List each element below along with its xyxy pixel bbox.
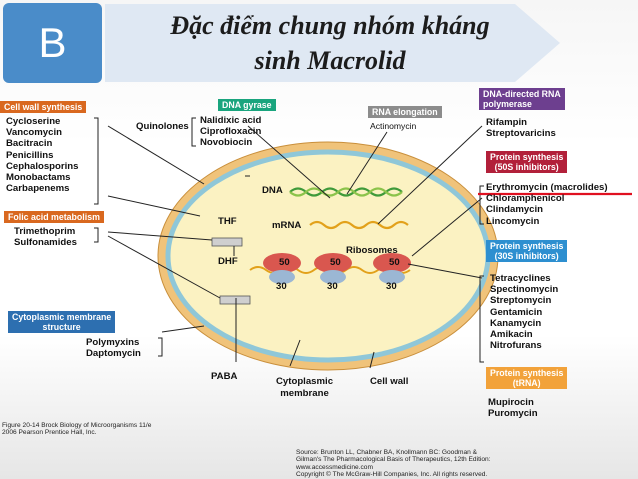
cell-wall-drug-list: Cycloserine Vancomycin Bacitracin Penici… [6,116,79,195]
title-line-2: sinh Macrolid [254,46,406,75]
protein-trna-header: Protein synthesis (tRNA) [486,367,568,389]
paba-enzyme-block [219,295,251,305]
erythromycin-item: Erythromycin (macrolides) [486,182,608,193]
dna-label: DNA [262,185,283,196]
ribosome-3-50s-label: 50 [389,257,400,268]
figure-credit: Figure 20-14 Brock Biology of Microorgan… [2,422,152,437]
dna-strand-2 [289,187,403,197]
protein-50s-drug-list: Erythromycin (macrolides) Chloramphenico… [486,182,608,227]
bacterial-cell-drawing [94,117,632,371]
dhf-label: DHF [218,256,238,267]
folic-acid-header: Folic acid metabolism [4,211,104,223]
folic-bracket [94,227,99,243]
rna-elongation-header: RNA elongation [368,106,442,118]
slide-title: Đặc điểm chung nhóm kháng sinh Macrolid [110,8,550,78]
membrane-drug-list: Polymyxins Daptomycin [86,337,141,360]
rna-polymerase-header: DNA-directed RNA polymerase [479,88,565,110]
dna-gyrase-header: DNA gyrase [218,99,276,111]
protein30s-bracket [479,275,484,363]
ribosome-1-30s-label: 30 [276,281,287,292]
title-line-1: Đặc điểm chung nhóm kháng [170,11,490,40]
ribosome-3-30s-label: 30 [386,281,397,292]
protein-30s-drug-list: Tetracyclines Spectinomycin Streptomycin… [490,273,559,352]
mrna-strand [309,220,409,230]
folic-acid-drug-list: Trimethoprim Sulfonamides [14,226,77,249]
membrane-bracket [158,337,163,357]
thf-label: THF [218,216,237,227]
ribosome-2-50s-label: 50 [330,257,341,268]
protein-30s-header: Protein synthesis (30S inhibitors) [486,240,568,262]
trna-drug-list: Mupirocin Puromycin [488,397,538,420]
rna-polymerase-drug-list: Rifampin Streptovaricins [486,117,556,140]
dna-gyrase-drug-list: Nalidixic acid Ciprofloxacin Novobiocin [200,115,262,149]
cytoplasmic-membrane-label: Cytoplasmic membrane [276,376,334,399]
ribosome-1-50s-label: 50 [279,257,290,268]
cell-wall-label: Cell wall [370,376,409,387]
membrane-structure-header: Cytoplasmic membrane structure [8,311,116,333]
title-banner [105,4,560,82]
source-credit: Source: Brunton LL, Chabner BA, Knollman… [296,449,491,479]
paba-label: PABA [211,371,238,382]
thf-enzyme-block [211,237,243,247]
antibiotic-targets-diagram: DNA mRNA Ribosomes THF DHF PABA 50 30 50… [0,86,638,479]
protein50s-bracket [479,185,484,225]
protein-50s-header: Protein synthesis (50S inhibitors) [486,151,568,173]
quinolones-bracket [191,117,196,147]
cell-wall-bracket [94,117,99,205]
dna-strand-1 [289,187,403,197]
ribosome-2-30s-label: 30 [327,281,338,292]
quinolones-label: Quinolones [136,121,189,132]
ribosome-3 [373,253,411,284]
cell-wall-synthesis-header: Cell wall synthesis [0,101,87,113]
mrna-label: mRNA [272,220,302,231]
ribosome-1 [263,253,301,284]
section-badge: B [3,3,102,83]
actinomycin-label: Actinomycin [370,121,417,131]
ribosome-2 [314,253,352,284]
ribosomes-label: Ribosomes [346,245,398,256]
